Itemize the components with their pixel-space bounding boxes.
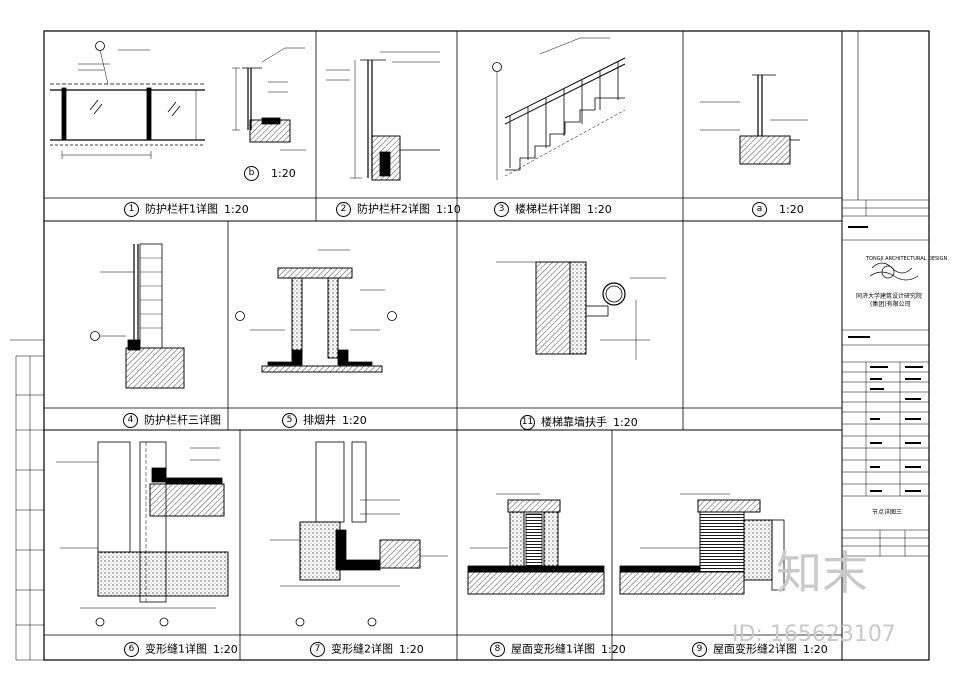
sheet-border [43, 30, 930, 661]
caption-panel-8: 8 屋面变形缝1详图 1:20 [490, 642, 626, 657]
left-revision-strip [10, 339, 45, 661]
panel-b-drawing [232, 47, 306, 151]
detail-title: 防护栏杆1详图 [145, 202, 218, 216]
detail-title: 楼梯靠墙扶手 [541, 415, 607, 429]
caption-panel-11: 11 楼梯靠墙扶手 1:20 [520, 415, 638, 430]
detail-scale: 1:20 [224, 202, 249, 216]
detail-scale: 1:20 [342, 413, 367, 427]
detail-scale: 1:20 [399, 642, 424, 656]
caption-panel-2: 2 防护栏杆2详图 1:10 [336, 202, 461, 217]
institute-name-en: TONGJI ARCHITECTURAL DESIGN [866, 256, 948, 262]
detail-number-badge: 1 [124, 202, 139, 217]
detail-number-badge: 9 [692, 642, 707, 657]
watermark-logo: 知末 [776, 546, 868, 600]
detail-title: 屋面变形缝1详图 [511, 642, 595, 656]
caption-panel-9: 9 屋面变形缝2详图 1:20 [692, 642, 828, 657]
detail-scale: 1:20 [601, 642, 626, 656]
caption-panel-a: a 1:20 [752, 202, 804, 217]
panel-11-drawing [496, 261, 666, 360]
detail-scale: 1:20 [613, 415, 638, 429]
panel-a-drawing [700, 74, 808, 165]
detail-number-badge: a [752, 202, 767, 217]
institute-name-cn: 同济大学建筑设计研究院 [856, 293, 923, 300]
panel-2-drawing [326, 51, 440, 181]
detail-title: 变形缝1详图 [145, 642, 207, 656]
panel-7-drawing [270, 441, 448, 627]
detail-title: 变形缝2详图 [331, 642, 393, 656]
institute-logo [869, 262, 919, 281]
caption-panel-4: 4 防护栏杆三详图 [123, 413, 227, 428]
detail-scale: 1:20 [587, 202, 612, 216]
drawing-label: 节点详图三 [872, 509, 903, 516]
detail-title: 屋面变形缝2详图 [713, 642, 797, 656]
caption-panel-3: 3 楼梯栏杆详图 1:20 [494, 202, 612, 217]
watermark-id: ID: 165623107 [732, 622, 896, 647]
detail-title: 防护栏杆2详图 [357, 202, 430, 216]
panel-5-drawing [235, 249, 397, 373]
detail-number-badge: 3 [494, 202, 509, 217]
panel-1-drawing [50, 41, 205, 159]
panel-9-drawing [619, 493, 785, 595]
panel-4-drawing [90, 243, 185, 389]
panel-3-drawing [492, 37, 626, 180]
title-block [842, 199, 929, 557]
detail-number-badge: 8 [490, 642, 505, 657]
caption-panel-5: 5 排烟井 1:20 [282, 413, 367, 428]
detail-number-badge: 6 [124, 642, 139, 657]
caption-panel-1: 1 防护栏杆1详图 1:20 [124, 202, 249, 217]
title-block-stubs [848, 226, 923, 492]
detail-scale: 1:20 [803, 642, 828, 656]
caption-panel-7: 7 变形缝2详图 1:20 [310, 642, 424, 657]
detail-scale: 1:20 [213, 642, 238, 656]
detail-number-badge: 4 [123, 413, 138, 428]
detail-scale: 1:20 [779, 202, 804, 216]
caption-panel-b: b 1:20 [244, 166, 296, 181]
detail-number-badge: b [244, 166, 259, 181]
detail-title: 排烟井 [303, 413, 336, 427]
panel-8-drawing [467, 493, 605, 595]
detail-scale: 1:20 [271, 166, 296, 180]
detail-number-badge: 5 [282, 413, 297, 428]
detail-title: 楼梯栏杆详图 [515, 202, 581, 216]
detail-scale: 1:10 [436, 202, 461, 216]
detail-title: 防护栏杆三详图 [144, 413, 221, 427]
detail-number-badge: 7 [310, 642, 325, 657]
panel-6-drawing [56, 441, 229, 627]
caption-panel-6: 6 变形缝1详图 1:20 [124, 642, 238, 657]
detail-number-badge: 11 [520, 415, 535, 430]
detail-number-badge: 2 [336, 202, 351, 217]
institute-subtitle: (集团)有限公司 [870, 301, 911, 308]
